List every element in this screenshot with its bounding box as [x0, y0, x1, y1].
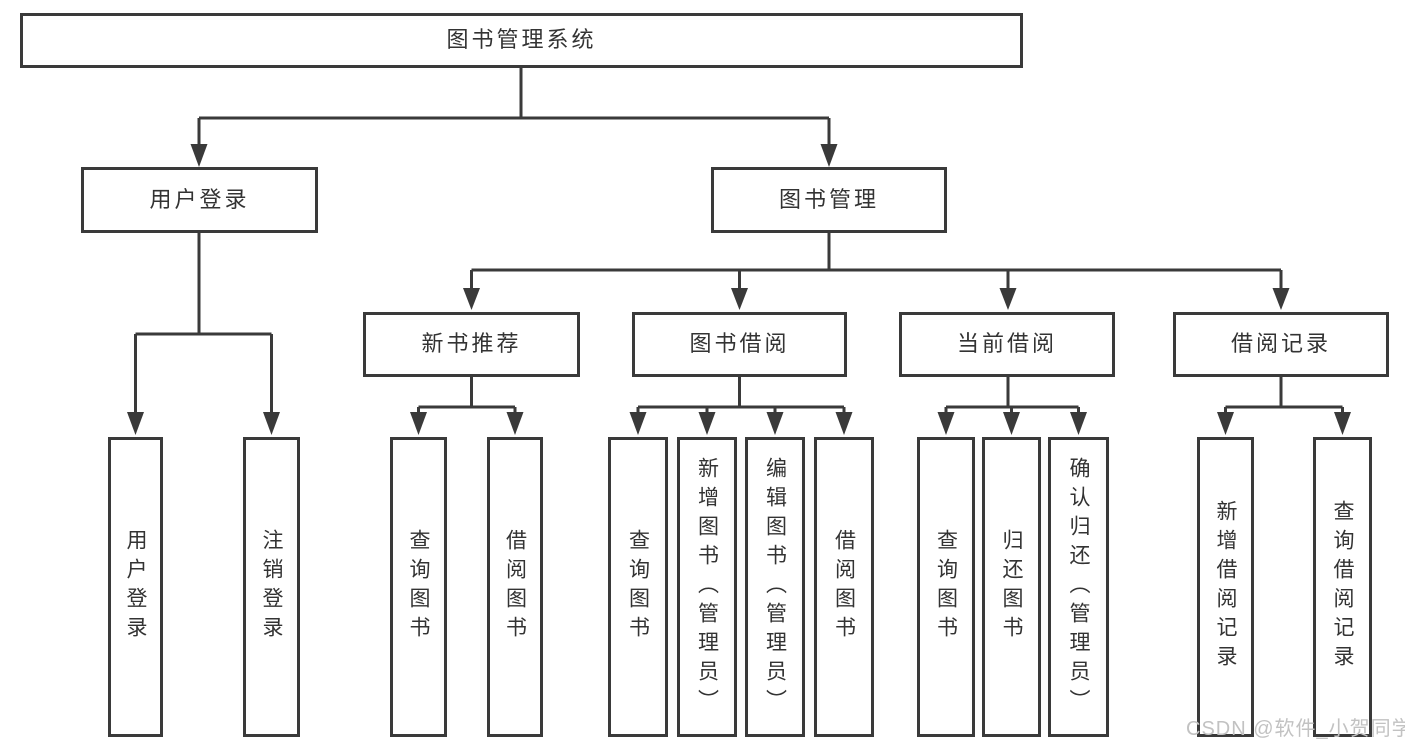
node-query-books-recommend: 查询图书: [390, 437, 447, 737]
node-query-books-borrowing: 查询图书: [608, 437, 668, 737]
node-new-book-recommend: 新书推荐: [363, 312, 580, 377]
node-add-books-admin: 新增图书（管理员）: [677, 437, 737, 737]
node-borrow-books-leaf: 借阅图书: [814, 437, 874, 737]
arrowheads: [127, 144, 1351, 435]
node-add-borrow-record: 新增借阅记录: [1197, 437, 1254, 737]
node-user-login: 用户登录: [81, 167, 318, 233]
node-book-management: 图书管理: [711, 167, 947, 233]
node-book-management-system: 图书管理系统: [20, 13, 1023, 68]
node-borrow-books-recommend: 借阅图书: [487, 437, 543, 737]
node-query-borrow-record: 查询借阅记录: [1313, 437, 1372, 737]
node-current-borrowing: 当前借阅: [899, 312, 1115, 377]
node-return-books: 归还图书: [982, 437, 1041, 737]
node-edit-books-admin: 编辑图书（管理员）: [745, 437, 805, 737]
watermark: CSDN @软件_小贺同学: [1186, 718, 1405, 740]
node-user-login-leaf: 用户登录: [108, 437, 163, 737]
node-logout: 注销登录: [243, 437, 300, 737]
node-borrowing-records: 借阅记录: [1173, 312, 1389, 377]
node-book-borrowing: 图书借阅: [632, 312, 847, 377]
node-confirm-return-admin: 确认归还（管理员）: [1048, 437, 1109, 737]
node-query-books-current: 查询图书: [917, 437, 975, 737]
